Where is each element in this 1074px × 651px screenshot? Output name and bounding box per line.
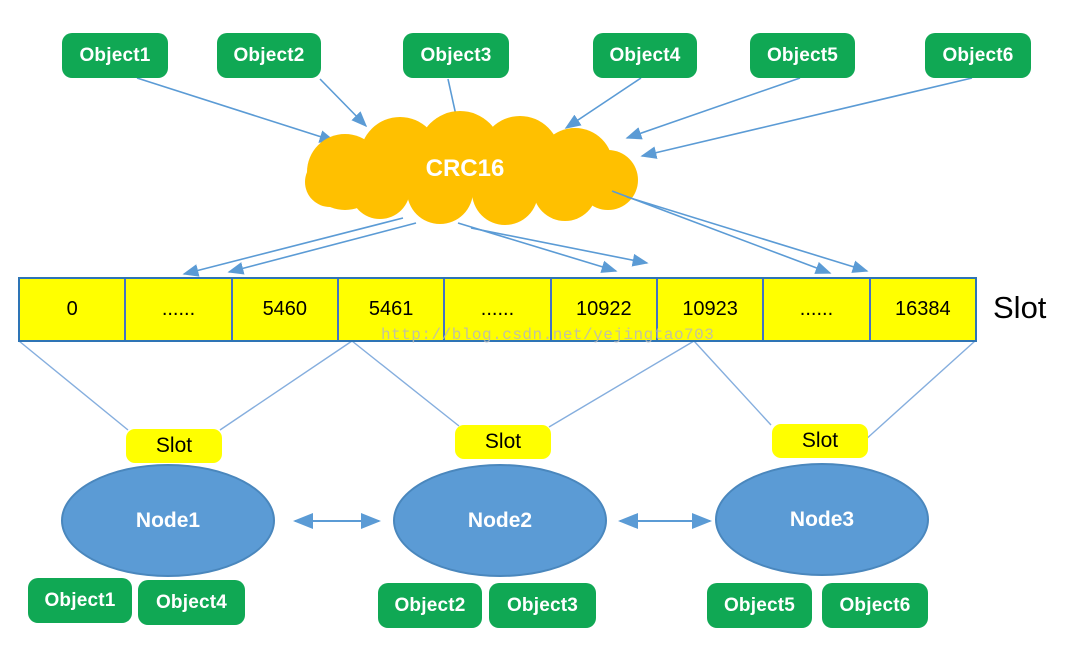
top-object-4: Object4 <box>593 33 697 78</box>
line-slotmid2-node2 <box>548 340 695 428</box>
top-object-6: Object6 <box>925 33 1031 78</box>
slot-cell-4: ...... <box>445 279 552 340</box>
slot-cell-1: ...... <box>126 279 233 340</box>
crc16-to-slot-arrows <box>182 190 869 277</box>
arrow-object4-to-crc16 <box>564 77 642 129</box>
arrow-crc16-to-slot-c1 <box>611 190 832 274</box>
slot-table: 0 ...... 5460 5461 ...... 10922 10923 ..… <box>18 277 977 342</box>
node3-label: Node3 <box>789 507 855 531</box>
node1-ellipse: Node1 <box>61 464 275 577</box>
node3-object-6: Object6 <box>822 583 928 628</box>
node1-object-1: Object1 <box>28 578 132 623</box>
watermark-url: http://blog.csdn.net/yejingtao703 <box>381 326 715 344</box>
node2-ellipse: Node2 <box>393 464 607 577</box>
line-slotend-node3 <box>863 340 976 442</box>
line-slotmid1-node2 <box>351 340 460 427</box>
node1-slot-badge: Slot <box>126 429 222 463</box>
node1-object-4: Object4 <box>138 580 245 625</box>
slot-cell-2: 5460 <box>233 279 339 340</box>
arrow-object5-to-crc16 <box>625 77 801 140</box>
arrow-crc16-to-slot-c2 <box>626 196 869 273</box>
node2-slot-badge: Slot <box>455 425 551 459</box>
node3-slot-badge: Slot <box>772 424 868 458</box>
line-slotmid1-node1 <box>219 340 353 431</box>
arrow-crc16-to-slot-b2 <box>470 227 649 267</box>
slot-cell-5: 10922 <box>552 279 658 340</box>
arrow-crc16-to-slot-a1 <box>182 217 404 277</box>
slot-axis-label: Slot <box>993 290 1047 325</box>
arrow-object2-to-crc16 <box>319 78 368 128</box>
node1-label: Node1 <box>135 508 201 532</box>
slot-cell-8: 16384 <box>894 298 951 320</box>
node2-object-2: Object2 <box>378 583 482 628</box>
slot-cell-7: ...... <box>764 279 871 340</box>
node3-object-5: Object5 <box>707 583 812 628</box>
top-object-2: Object2 <box>217 33 321 78</box>
line-slotstart-node1 <box>18 340 129 431</box>
slot-range-lines <box>18 340 976 442</box>
arrow-object6-to-crc16 <box>640 77 973 159</box>
top-object-5: Object5 <box>750 33 855 78</box>
object-to-crc16-arrows <box>136 77 973 159</box>
top-object-3: Object3 <box>403 33 509 78</box>
arrow-crc16-to-slot-a2 <box>227 222 417 275</box>
arrow-object1-to-crc16 <box>136 77 336 143</box>
slot-cell-6: 10923 <box>658 279 765 340</box>
top-object-1: Object1 <box>62 33 168 78</box>
slot-cell-0: 0 <box>20 279 127 340</box>
node2-label: Node2 <box>467 508 533 532</box>
node2-object-3: Object3 <box>489 583 596 628</box>
crc16-cloud-label: CRC16 <box>425 155 505 182</box>
slot-cell-3: 5461 <box>339 279 446 340</box>
node3-ellipse: Node3 <box>715 463 929 576</box>
crc16-cloud-shape <box>305 111 638 225</box>
line-slotmid2-node3 <box>693 340 772 426</box>
